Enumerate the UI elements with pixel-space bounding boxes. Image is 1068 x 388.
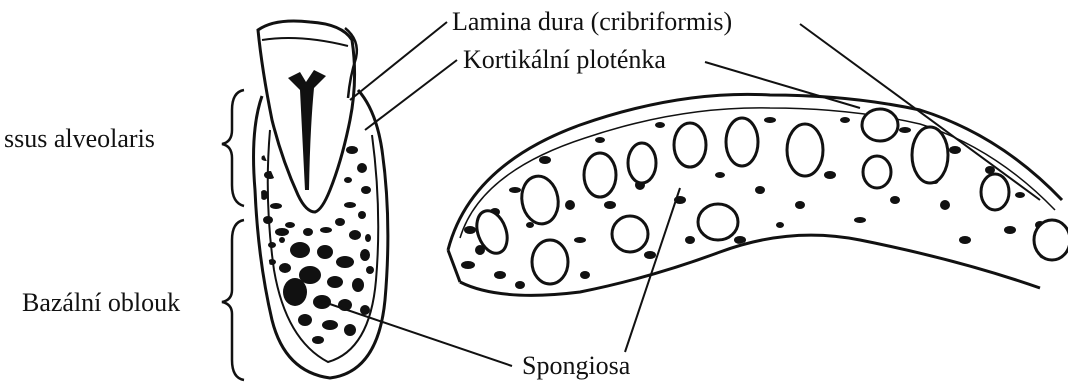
- alveolus: [1034, 220, 1068, 260]
- kortikalni-plotenka-label: Kortikální ploténka: [463, 47, 666, 73]
- alveolus: [674, 123, 706, 167]
- leader-lines: [318, 22, 1040, 366]
- alveolus: [584, 153, 616, 197]
- leader-lamina-dura: [350, 22, 447, 100]
- alveolus: [981, 174, 1009, 210]
- processus-bracket: [222, 90, 244, 206]
- alveolus: [726, 118, 758, 166]
- lamina-dura-label: Lamina dura (cribriformis): [452, 9, 732, 35]
- alveolus: [628, 143, 656, 183]
- alveolus: [862, 109, 898, 141]
- alveolus: [698, 204, 738, 240]
- alveolus: [912, 127, 948, 183]
- leader-kortikalni: [365, 60, 457, 130]
- alveolus: [518, 173, 562, 227]
- alveolus: [863, 156, 891, 188]
- dental-arch: [448, 94, 1068, 295]
- alveolus: [612, 216, 648, 252]
- bazalni-bracket: [222, 220, 244, 380]
- arch-outer-outline: [448, 94, 1062, 250]
- arch-left-end: [448, 250, 460, 282]
- alveolus: [532, 240, 568, 284]
- mandible-cross-section: [254, 21, 388, 378]
- alveolus: [787, 124, 823, 176]
- bazalni-oblouk-label: Bazální oblouk: [22, 290, 180, 316]
- processus-alveolaris-label: ssus alveolaris: [4, 126, 155, 152]
- leader-kortikalni-arch: [705, 62, 860, 108]
- spongiosa-label: Spongiosa: [522, 353, 630, 379]
